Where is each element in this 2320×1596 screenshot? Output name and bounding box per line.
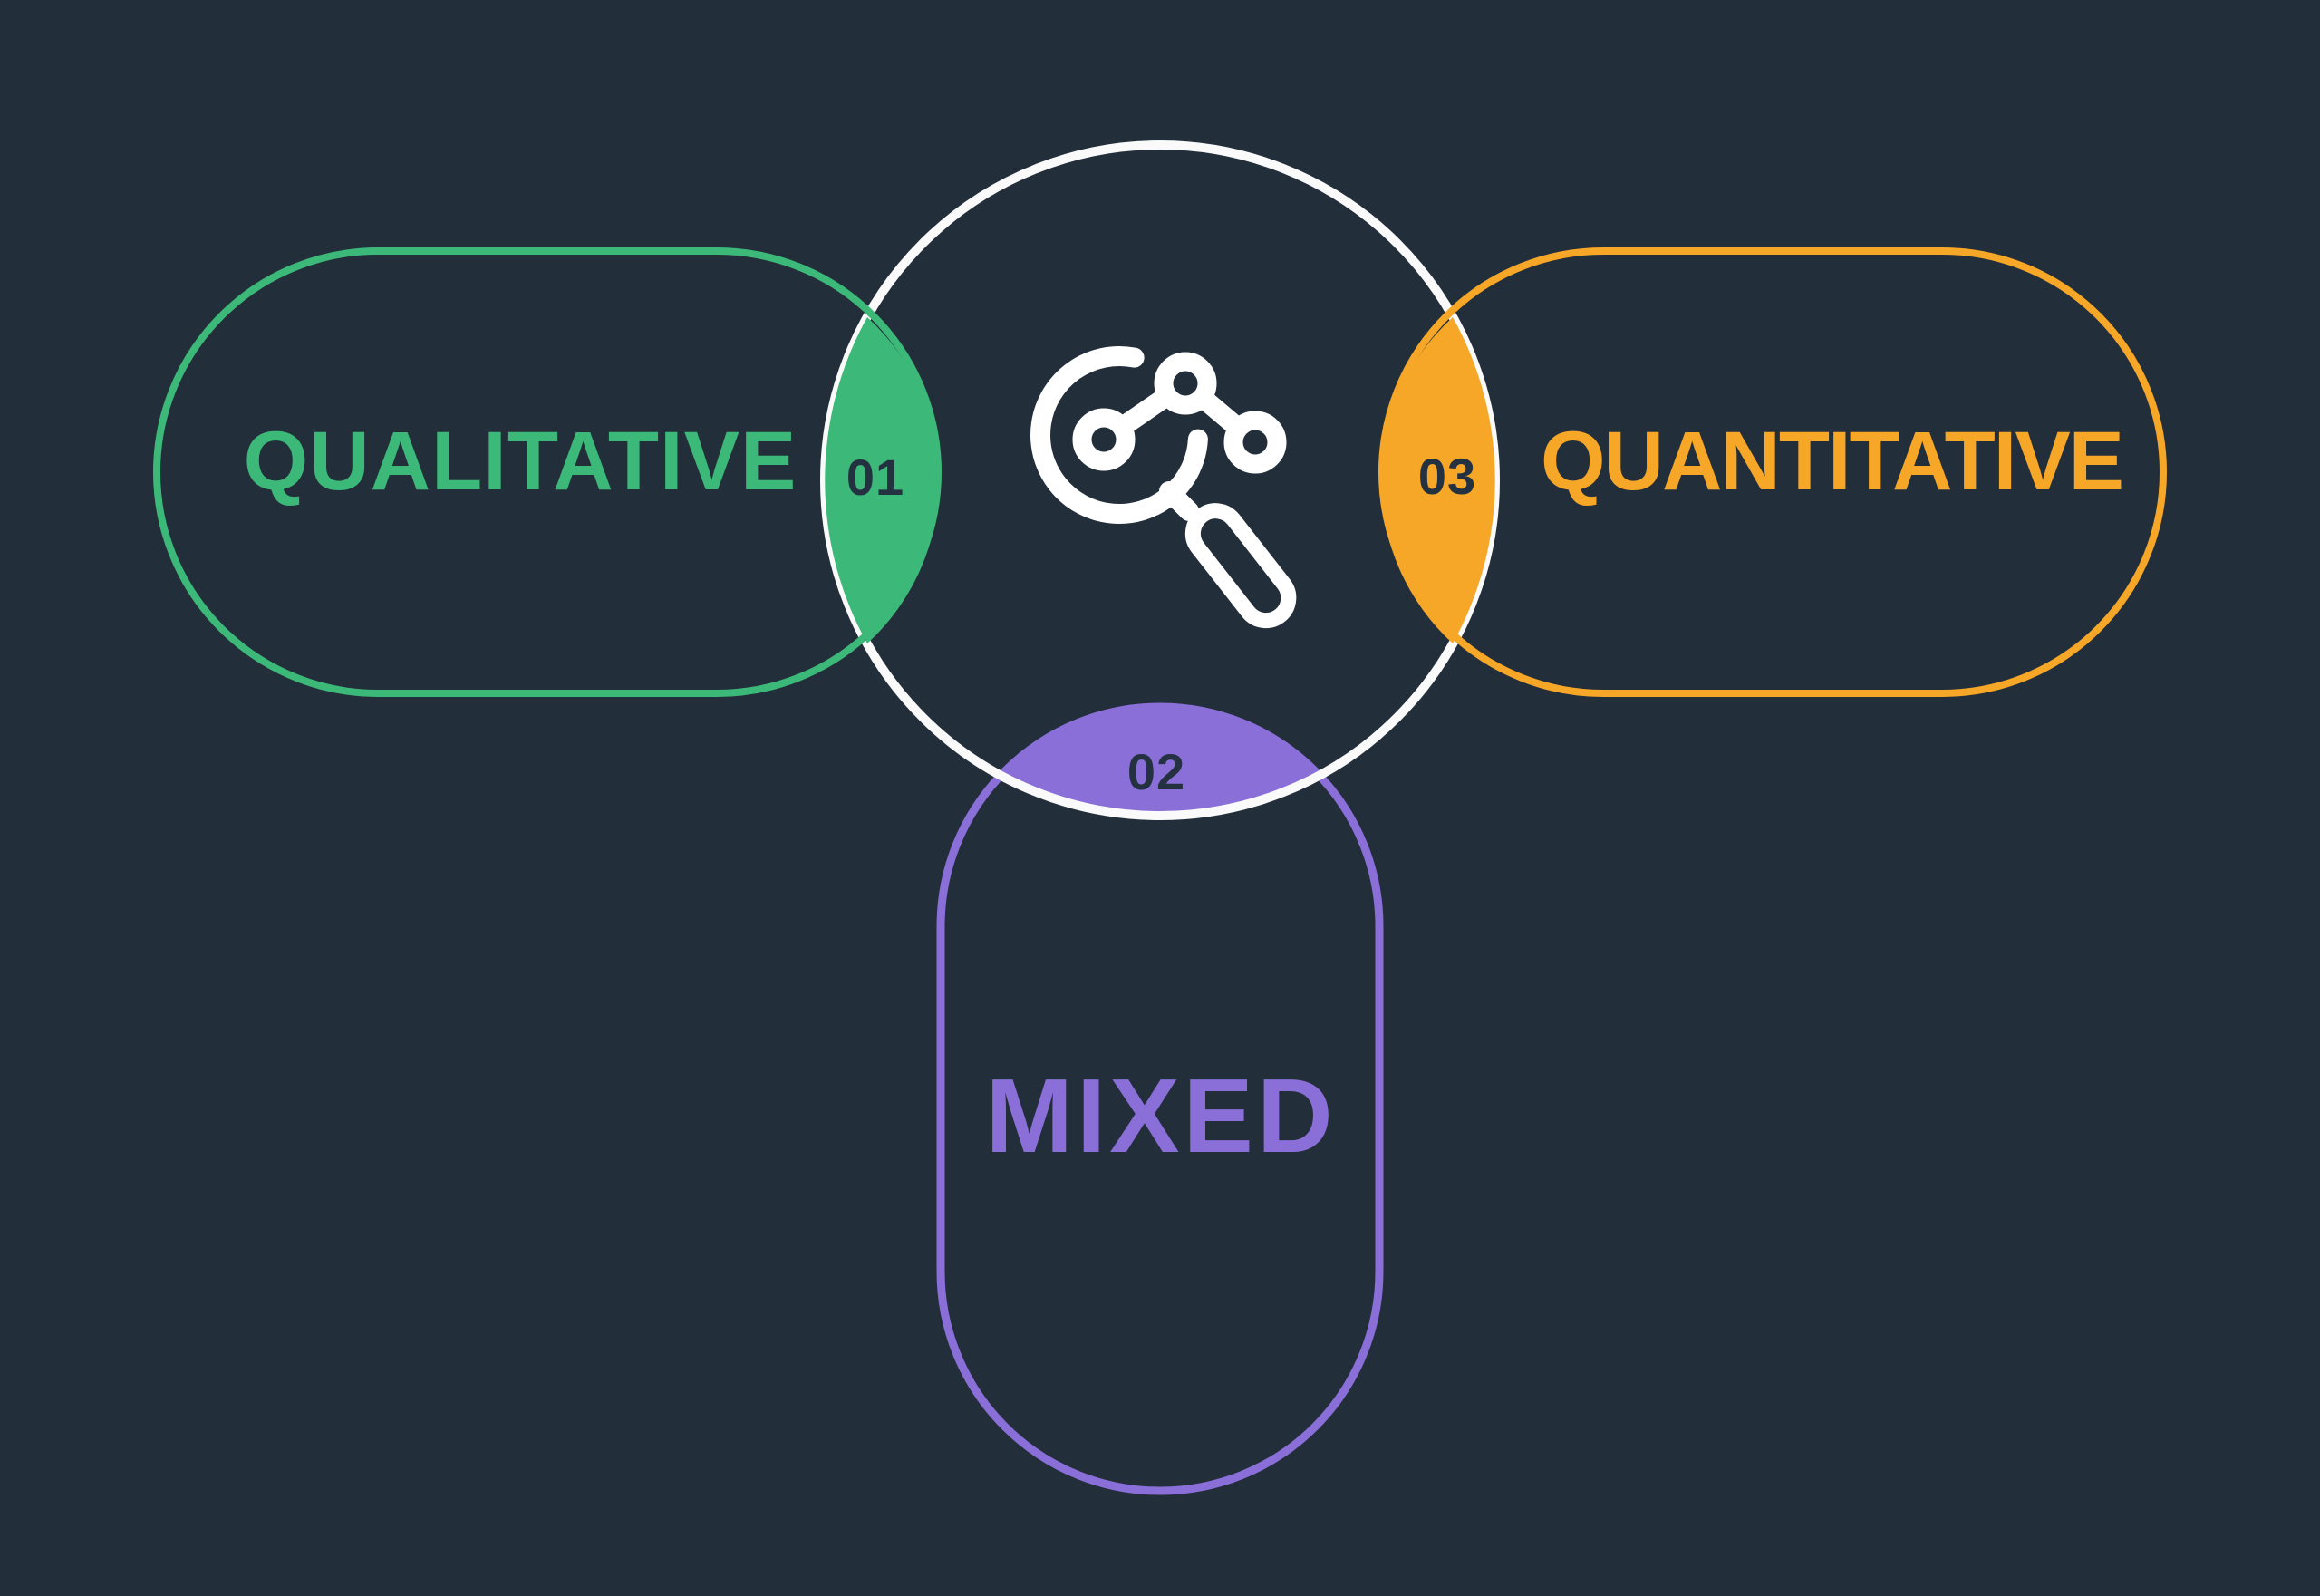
- magnifier-analytics-icon: [1030, 346, 1297, 629]
- chart-node-right: [1223, 411, 1287, 474]
- quantitative-label: QUANTITATIVE: [1540, 415, 2124, 508]
- mixed-label: MIXED: [985, 1057, 1337, 1175]
- overlap-quantitative-number: 03: [1417, 448, 1477, 505]
- chart-node-left: [1072, 408, 1136, 471]
- magnifier-handle: [1184, 503, 1297, 629]
- chart-node-top: [1154, 352, 1217, 415]
- overlap-mixed-lens: [1000, 707, 1320, 817]
- overlap-qualitative-number: 01: [846, 449, 905, 506]
- qualitative-label: QUALITATIVE: [243, 415, 798, 508]
- magnifier-handle-neck: [1159, 481, 1199, 521]
- overlap-qualitative-lens: [825, 317, 940, 643]
- overlap-quantitative-lens: [1380, 317, 1495, 643]
- mixed-pill: [936, 702, 1384, 1495]
- center-circle: [820, 140, 1500, 820]
- overlap-mixed-number: 02: [1126, 743, 1186, 800]
